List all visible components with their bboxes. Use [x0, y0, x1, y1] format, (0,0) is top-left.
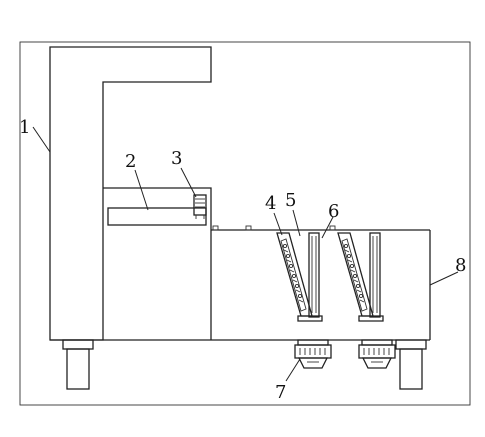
label-2: 2 [125, 151, 136, 172]
leader-3 [180, 167, 197, 198]
cabinet [103, 187, 212, 340]
leader-7 [285, 358, 301, 382]
label-4: 4 [265, 193, 276, 214]
leader-1 [32, 126, 51, 153]
label-6: 6 [328, 201, 339, 222]
leader-2 [134, 169, 149, 211]
leader-5 [292, 209, 301, 237]
leader-4 [273, 212, 283, 236]
foot-right [395, 339, 427, 390]
label-5: 5 [285, 190, 296, 211]
column-frame [49, 46, 212, 341]
stud [329, 225, 336, 231]
slot-assembly-left [276, 232, 323, 322]
label-3: 3 [171, 148, 182, 169]
stud [245, 225, 252, 231]
foot-left [62, 339, 94, 390]
label-8: 8 [455, 255, 466, 276]
leader-6 [321, 216, 334, 239]
leader-8 [429, 271, 459, 286]
label-1: 1 [19, 117, 30, 138]
label-7: 7 [275, 382, 286, 403]
drawing-frame [19, 41, 471, 406]
slot-assembly-right [337, 232, 384, 322]
stud [212, 225, 219, 231]
slide-rail [107, 207, 207, 226]
sensor [193, 194, 207, 219]
caster-right [358, 339, 396, 369]
caster-left [294, 339, 332, 369]
